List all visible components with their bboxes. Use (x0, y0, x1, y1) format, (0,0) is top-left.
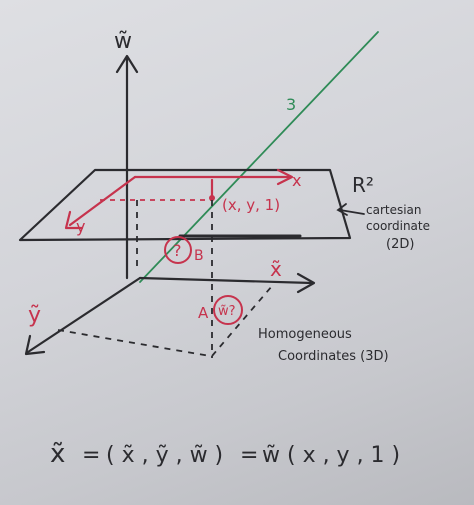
w-tilde-axis-arrowhead (115, 54, 139, 74)
label-homogeneous-1: Homogeneous (258, 327, 352, 342)
lower-dashed-right (211, 285, 273, 357)
label-cartesian-2: coordinate (366, 219, 430, 233)
red-x-axis-arrowhead (276, 168, 294, 186)
label-y-tilde: ỹ (28, 303, 41, 328)
equation: x̃ = ( x̃ , ỹ , w̃ ) = w̃ ( x , y , 1 ) (50, 439, 400, 469)
equation-tuple: ( x̃ , ỹ , w̃ ) (106, 443, 223, 468)
cartesian-pointer-arrowhead (336, 203, 348, 216)
label-point-a: A (198, 304, 209, 322)
x-tilde-axis (138, 276, 314, 285)
question-circle-lower (213, 295, 243, 325)
equation-equals-2: = (240, 443, 258, 468)
label-homogeneous-2: Coordinates (3D) (278, 349, 389, 364)
red-y-axis (68, 175, 137, 227)
question-circle-upper (164, 236, 192, 264)
cartesian-pointer-line (339, 209, 365, 215)
red-y-axis-arrowhead (64, 210, 84, 230)
green-diagonal-line (139, 31, 379, 283)
label-point-xy1: (x, y, 1) (222, 196, 280, 214)
equation-rhs: w̃ ( x , y , 1 ) (262, 443, 400, 468)
label-w-tilde: w̃ (114, 29, 132, 54)
label-red-y: y (76, 217, 85, 236)
equation-equals-1: = (82, 443, 100, 468)
label-r2: R² (352, 173, 374, 197)
label-question-lower: w̃? (218, 304, 236, 319)
x-tilde-axis-arrowhead (296, 272, 316, 294)
label-cartesian-3: (2D) (386, 237, 414, 252)
label-cartesian-1: cartesian (366, 203, 422, 217)
y-tilde-axis (26, 276, 142, 354)
r2-plane (18, 168, 352, 242)
label-x-tilde: x̃ (270, 257, 282, 281)
lower-dashed-front (57, 329, 211, 357)
label-red-x: x (292, 171, 301, 190)
equation-lhs: x̃ (50, 439, 65, 469)
point-xy1-dot (209, 195, 215, 201)
label-point-b: B (194, 248, 204, 264)
label-green-3: 3 (286, 95, 296, 114)
label-question-upper: ? (173, 241, 182, 260)
y-tilde-axis-arrowhead (24, 334, 46, 356)
